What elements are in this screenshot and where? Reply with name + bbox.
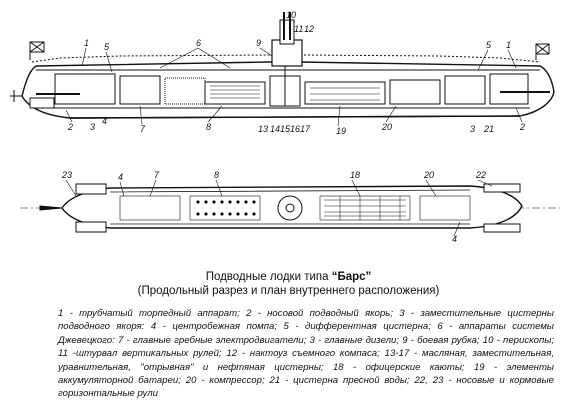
callout-label: 5 (486, 40, 492, 50)
callout-label: 3 (90, 122, 95, 132)
callout-label: 19 (336, 126, 346, 136)
callout-label: 6 (196, 38, 201, 48)
callout-label: 12 (304, 24, 314, 34)
stern-rudder (39, 205, 63, 211)
plan-callouts: 23 4 7 8 18 20 22 4 (61, 170, 486, 244)
callout-label: 13 (258, 124, 268, 134)
profile-leaders (65, 47, 523, 127)
profile-callouts: 1 5 6 10 11 12 9 5 1 2 3 4 7 8 13 14 15 … (67, 10, 525, 136)
callout-label: 7 (140, 124, 146, 134)
callout-label: 8 (214, 170, 219, 180)
callout-label: 4 (452, 234, 457, 244)
callout-label: 4 (118, 172, 123, 182)
callout-label: 3 (470, 124, 475, 134)
callout-label: 20 (423, 170, 434, 180)
callout-label: 23 (61, 170, 72, 180)
stern-flag (29, 41, 45, 60)
callout-label: 16 (290, 124, 300, 134)
callout-label: 17 (300, 124, 311, 134)
callout-label: 2 (519, 122, 525, 132)
callout-label: 11 (294, 24, 303, 34)
plan-view (20, 183, 560, 233)
conning-tower (271, 39, 303, 67)
submarine-drawing: 1 5 6 10 11 12 9 5 1 2 3 4 7 8 13 14 15 … (10, 10, 560, 244)
callout-label: 9 (256, 38, 261, 48)
callout-label: 2 (67, 122, 73, 132)
callout-label: 22 (475, 170, 486, 180)
conning-tower-plan (277, 195, 303, 221)
callout-label: 7 (154, 170, 160, 180)
callout-label: 18 (350, 170, 360, 180)
callout-label: 21 (483, 124, 494, 134)
figure-legend: 1 - трубчатый торпедный аппарат; 2 - нос… (58, 308, 554, 400)
callout-label: 8 (206, 122, 211, 132)
longitudinal-section (10, 12, 555, 119)
bow-planes (483, 183, 521, 193)
callout-label: 10 (286, 10, 296, 20)
bow-flag (535, 43, 550, 60)
callout-label: 20 (381, 122, 392, 132)
hull-plan (61, 185, 523, 229)
callout-label: 14 (270, 124, 280, 134)
callout-label: 15 (280, 124, 291, 134)
figure-subtitle: (Продольный разрез и план внутреннего ра… (137, 285, 440, 297)
figure-title: Подводные лодки типа “Барс” (205, 271, 372, 283)
callout-label: 1 (506, 40, 511, 50)
plan-leaders (65, 179, 493, 237)
callout-label: 4 (102, 116, 107, 126)
callout-label: 1 (84, 38, 89, 48)
callout-label: 5 (104, 42, 110, 52)
